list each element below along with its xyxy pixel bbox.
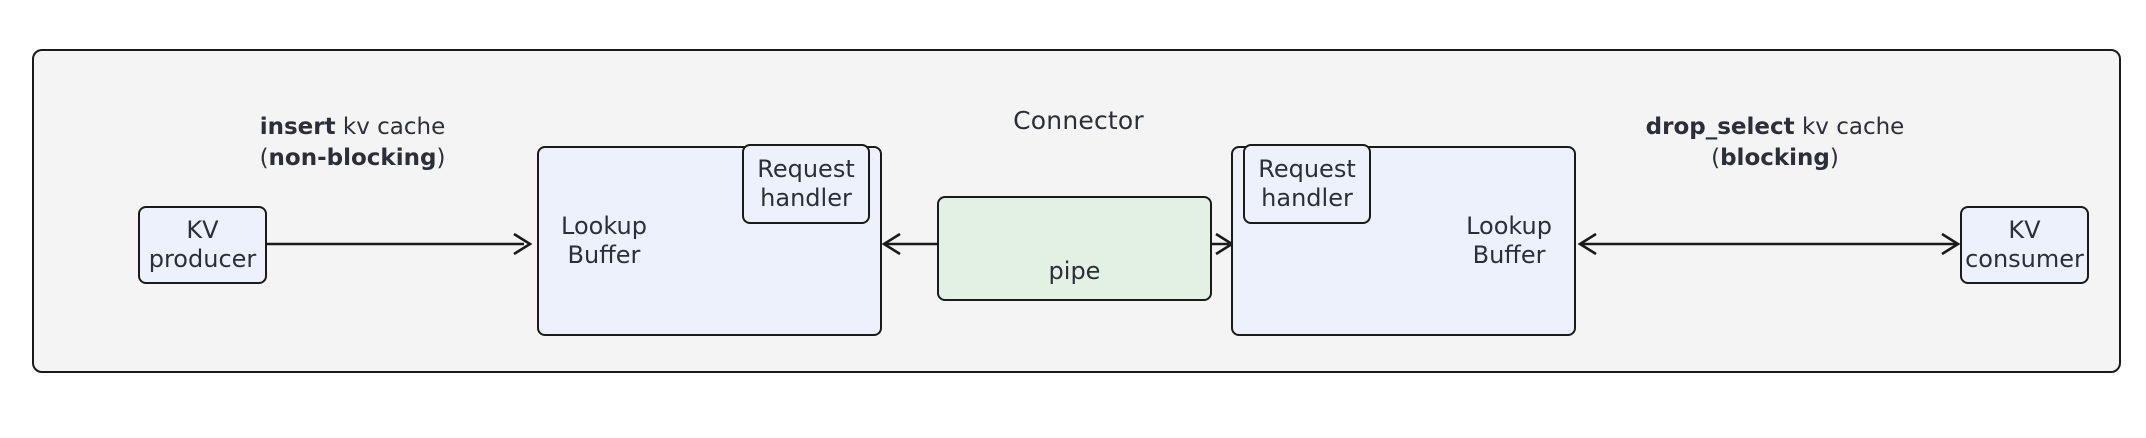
node-lookup-buffer-left-label: Lookup Buffer [561, 211, 647, 269]
node-lookup-buffer-right-label: Lookup Buffer [1466, 211, 1552, 269]
node-pipe-label: pipe [1048, 257, 1101, 285]
arrow-drop-select-bold: drop_select [1645, 114, 1795, 140]
node-kv-producer[interactable]: KV producer [138, 206, 267, 284]
node-request-handler-left[interactable]: Request handler [742, 144, 870, 224]
arrow-insert [266, 232, 533, 256]
arrow-insert-label: insert kv cache (non-blocking) [175, 112, 530, 174]
arrow-drop-select-mode: blocking [1720, 145, 1830, 172]
node-pipe[interactable]: pipe [937, 196, 1212, 301]
arrow-drop-select-paren-close: ) [1829, 145, 1839, 172]
arrow-insert-paren-close: ) [436, 145, 446, 172]
connector-title: Connector [1013, 106, 1144, 135]
node-kv-consumer[interactable]: KV consumer [1960, 206, 2089, 284]
arrow-insert-mode: non-blocking [268, 145, 437, 172]
node-lookup-buffer-left[interactable]: Lookup Buffer [537, 146, 882, 336]
node-kv-producer-label: KV producer [148, 215, 257, 273]
arrow-drop-select [1577, 232, 1961, 256]
arrow-insert-paren-open: ( [259, 145, 269, 172]
node-request-handler-right-label: Request handler [1258, 154, 1356, 212]
arrow-insert-bold: insert [259, 114, 336, 140]
node-request-handler-right[interactable]: Request handler [1243, 144, 1371, 224]
arrow-drop-select-paren-open: ( [1711, 145, 1721, 172]
node-kv-consumer-label: KV consumer [1965, 215, 2084, 273]
arrow-insert-rest: kv cache [335, 114, 446, 140]
arrow-drop-select-rest: kv cache [1794, 114, 1905, 140]
arrow-drop-select-label: drop_select kv cache (blocking) [1575, 112, 1975, 174]
node-request-handler-left-label: Request handler [757, 154, 855, 212]
